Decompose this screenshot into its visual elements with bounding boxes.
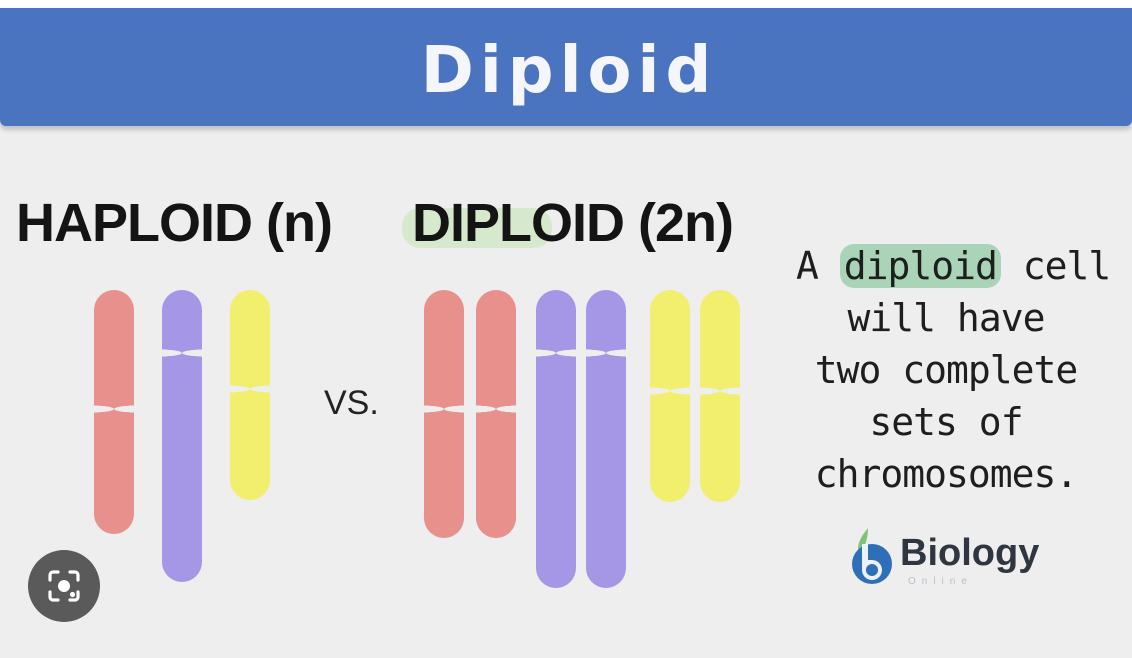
haploid-chromosome-yellow xyxy=(228,290,272,500)
biology-online-leaf-icon xyxy=(852,528,892,584)
lens-camera-icon xyxy=(48,570,80,602)
note-suffix: cell xyxy=(1000,244,1112,288)
note-line-5: chromosomes. xyxy=(814,452,1079,496)
note-line-2: will have xyxy=(847,296,1046,340)
diploid-heading: DIPLOID (2n) xyxy=(412,193,734,253)
visual-search-button[interactable] xyxy=(28,550,100,622)
diploid-definition-note: A diploid cell will have two complete se… xyxy=(796,240,1111,500)
diploid-chromosome-yellow-2 xyxy=(698,290,742,502)
note-line-4: sets of xyxy=(869,400,1023,444)
diploid-chromosome-pink-2 xyxy=(474,290,518,538)
diploid-chromosome-yellow-1 xyxy=(648,290,692,502)
note-prefix: A xyxy=(796,244,840,288)
diploid-chromosome-purple-2 xyxy=(584,290,628,588)
logo-wordmark: Biology xyxy=(900,532,1040,574)
logo-subtext: Online xyxy=(908,576,973,587)
title-banner: Diploid xyxy=(0,8,1132,126)
diploid-heading-highlight xyxy=(402,208,552,248)
note-line-1: A diploid cell xyxy=(796,240,1111,292)
banner-title: Diploid xyxy=(420,34,718,108)
biology-online-logo: Biology Online xyxy=(846,526,1066,590)
diploid-chromosome-pink-1 xyxy=(422,290,466,538)
vs-label: VS. xyxy=(324,384,379,422)
note-highlight-word: diploid xyxy=(839,244,1001,288)
diploid-chromosome-purple-1 xyxy=(534,290,578,588)
note-line-3: two complete xyxy=(814,348,1079,392)
haploid-chromosome-purple xyxy=(160,290,204,582)
haploid-heading: HAPLOID (n) xyxy=(16,193,333,253)
haploid-chromosome-pink xyxy=(92,290,136,534)
